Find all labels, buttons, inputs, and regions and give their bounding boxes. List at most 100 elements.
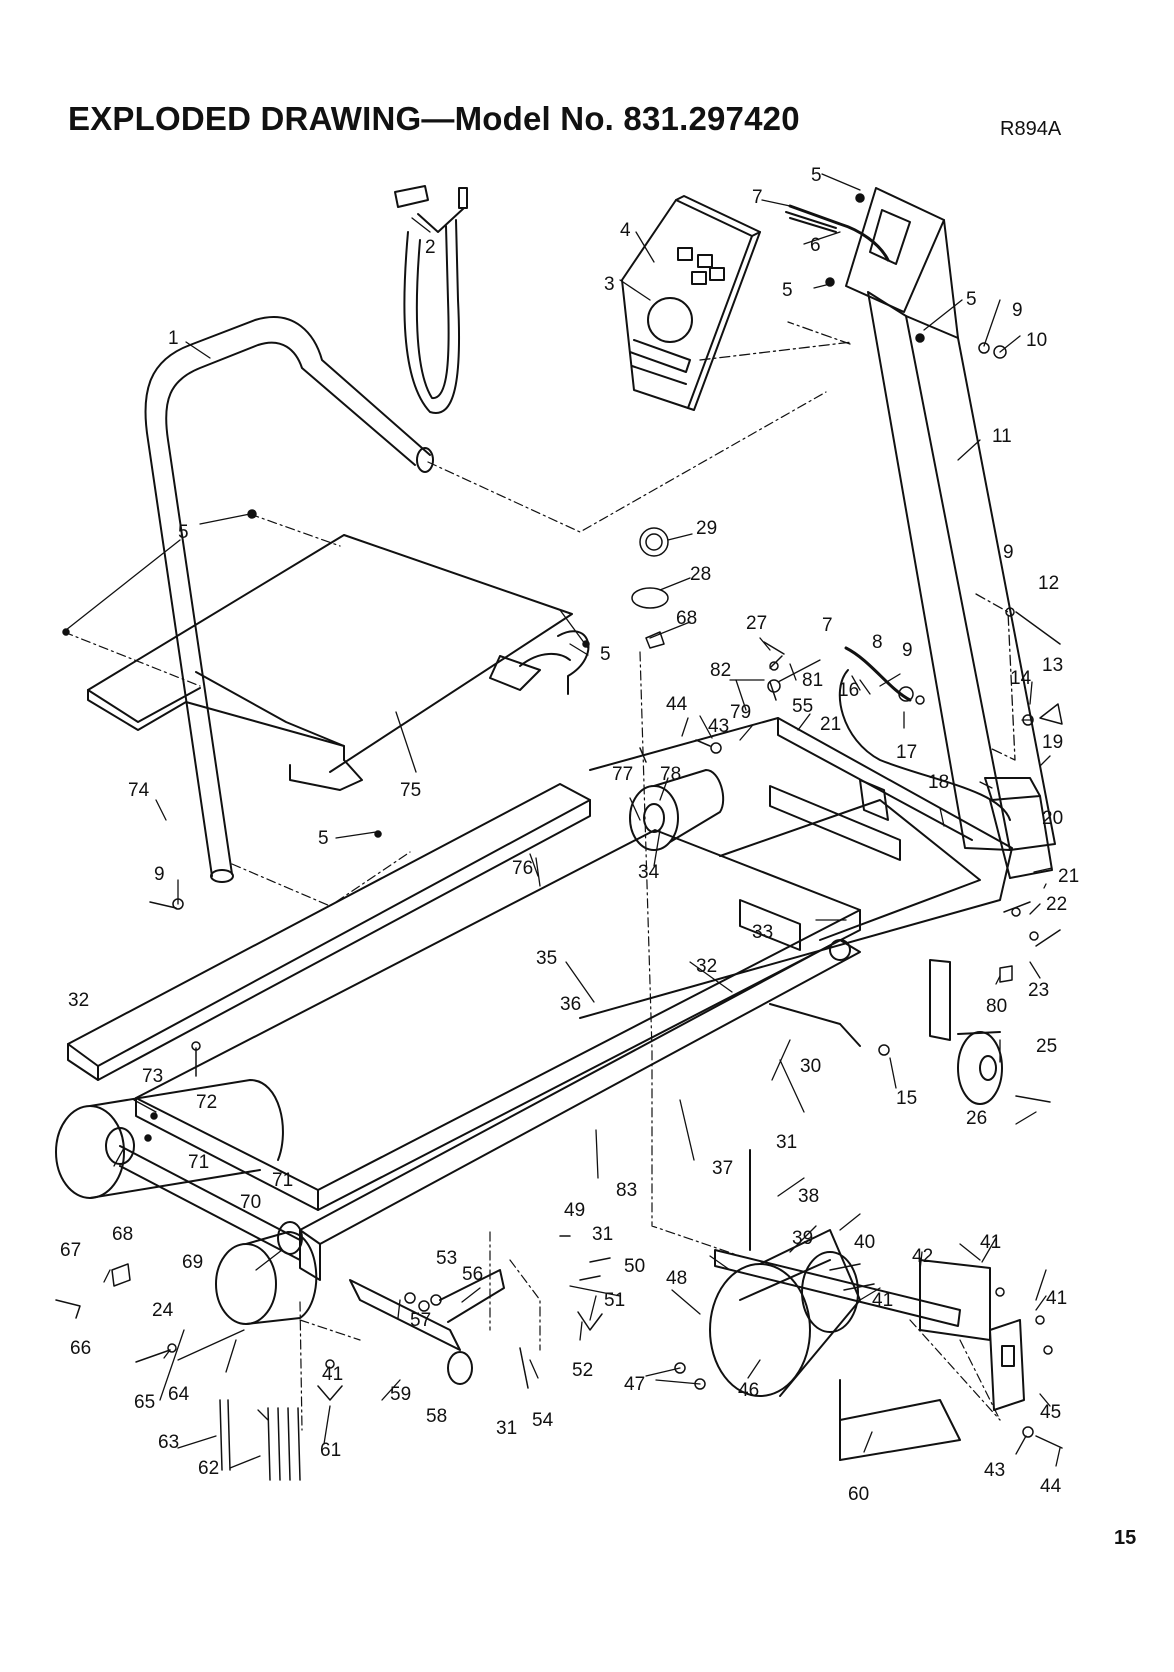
callout-27: 27 xyxy=(746,613,767,634)
callout-75: 75 xyxy=(400,780,421,801)
motor-bracket-part xyxy=(714,1149,961,1327)
callout-65: 65 xyxy=(134,1392,155,1413)
roller-shaft-part xyxy=(119,1145,301,1261)
callout-81: 81 xyxy=(802,670,823,691)
callout-5-hood-right: 5 xyxy=(600,644,611,665)
page-title: EXPLODED DRAWING—Model No. 831.297420 xyxy=(68,100,800,137)
callout-23: 23 xyxy=(1028,980,1049,1001)
callout-31-mid: 31 xyxy=(592,1224,613,1245)
callout-68-bottom: 68 xyxy=(112,1224,133,1245)
callout-29: 29 xyxy=(696,518,717,539)
callout-57: 57 xyxy=(410,1310,431,1331)
callout-68-top: 68 xyxy=(676,608,697,629)
callout-62: 62 xyxy=(198,1458,219,1479)
callout-63: 63 xyxy=(158,1432,179,1453)
callout-41-a: 41 xyxy=(980,1232,1001,1253)
callout-66: 66 xyxy=(70,1338,91,1359)
callout-30: 30 xyxy=(800,1056,821,1077)
callout-21-right: 21 xyxy=(1058,866,1079,887)
handrail-part xyxy=(144,316,434,883)
callout-54: 54 xyxy=(532,1410,554,1431)
callout-67: 67 xyxy=(60,1240,81,1261)
callout-49: 49 xyxy=(564,1200,585,1221)
callout-5-upright-right: 5 xyxy=(966,289,977,310)
callout-12: 12 xyxy=(1038,573,1059,594)
callout-60: 60 xyxy=(848,1484,869,1505)
callout-7-mid: 7 xyxy=(822,615,833,636)
callout-47: 47 xyxy=(624,1374,645,1395)
callout-40: 40 xyxy=(854,1232,875,1253)
callout-51: 51 xyxy=(604,1290,625,1311)
callout-19: 19 xyxy=(1042,732,1063,753)
callout-leaders xyxy=(65,173,1061,1469)
front-roller-part xyxy=(55,1079,284,1199)
callout-80: 80 xyxy=(986,996,1007,1017)
callout-42: 42 xyxy=(912,1246,933,1267)
callout-77: 77 xyxy=(612,764,633,785)
controller-part xyxy=(919,1259,1025,1411)
callout-46: 46 xyxy=(738,1380,759,1401)
page-number: 15 xyxy=(1114,1527,1137,1549)
console-part xyxy=(621,195,853,411)
callout-71-right: 71 xyxy=(272,1170,293,1191)
callout-5-hood-bottom: 5 xyxy=(318,828,329,849)
callout-33: 33 xyxy=(752,922,773,943)
callout-71-left: 71 xyxy=(188,1152,209,1173)
callout-2: 2 xyxy=(425,237,436,258)
fasteners-part xyxy=(55,193,1063,1481)
callout-41-c: 41 xyxy=(872,1290,893,1311)
callout-31-bottom: 31 xyxy=(496,1418,517,1439)
frame-part xyxy=(579,717,1013,1041)
callout-28: 28 xyxy=(690,564,711,585)
elevation-frame-part xyxy=(349,1269,505,1385)
motor-cover-part xyxy=(839,1379,961,1461)
callout-32-left: 32 xyxy=(68,990,89,1011)
callout-64: 64 xyxy=(168,1384,190,1405)
callout-56: 56 xyxy=(462,1264,483,1285)
callout-9-right: 9 xyxy=(1003,542,1014,563)
callout-13: 13 xyxy=(1042,655,1063,676)
callout-4: 4 xyxy=(620,220,631,241)
callout-32-right: 32 xyxy=(696,956,717,977)
wire-harness-part xyxy=(785,204,1011,821)
callout-35: 35 xyxy=(536,948,557,969)
callout-44-bottom: 44 xyxy=(1040,1476,1062,1497)
callout-76: 76 xyxy=(512,858,533,879)
callout-55: 55 xyxy=(792,696,813,717)
callout-52: 52 xyxy=(572,1360,593,1381)
callout-82: 82 xyxy=(710,660,731,681)
callout-83: 83 xyxy=(616,1180,637,1201)
callout-70: 70 xyxy=(240,1192,261,1213)
callout-17: 17 xyxy=(896,742,917,763)
callout-36: 36 xyxy=(560,994,581,1015)
callout-73: 73 xyxy=(142,1066,163,1087)
upright-part xyxy=(845,187,1056,879)
rear-roller-part xyxy=(215,1221,318,1325)
callout-5-hood-top: 5 xyxy=(178,522,189,543)
callout-25: 25 xyxy=(1036,1036,1057,1057)
callout-48: 48 xyxy=(666,1268,687,1289)
callout-59: 59 xyxy=(390,1384,411,1405)
callout-26: 26 xyxy=(966,1108,987,1129)
drawing-code: R894A xyxy=(1000,118,1062,140)
assembly-dash-lines xyxy=(63,391,1001,1431)
callout-34: 34 xyxy=(638,862,660,883)
callout-20: 20 xyxy=(1042,808,1063,829)
callout-78: 78 xyxy=(660,764,681,785)
callout-14: 14 xyxy=(1010,668,1032,689)
callout-58: 58 xyxy=(426,1406,447,1427)
callout-43-bottom: 43 xyxy=(984,1460,1005,1481)
deck-and-belt-part xyxy=(135,829,861,1211)
callout-8: 8 xyxy=(872,632,883,653)
callout-31-right: 31 xyxy=(776,1132,797,1153)
callout-5-top: 5 xyxy=(811,165,822,186)
callout-24: 24 xyxy=(152,1300,174,1321)
callout-53: 53 xyxy=(436,1248,457,1269)
callout-41-b: 41 xyxy=(1046,1288,1067,1309)
callout-39: 39 xyxy=(792,1228,813,1249)
wheel-part xyxy=(957,1031,1003,1105)
callout-7-top: 7 xyxy=(752,187,763,208)
callout-11: 11 xyxy=(992,426,1012,447)
callout-16: 16 xyxy=(838,680,859,701)
callout-1: 1 xyxy=(168,328,179,349)
